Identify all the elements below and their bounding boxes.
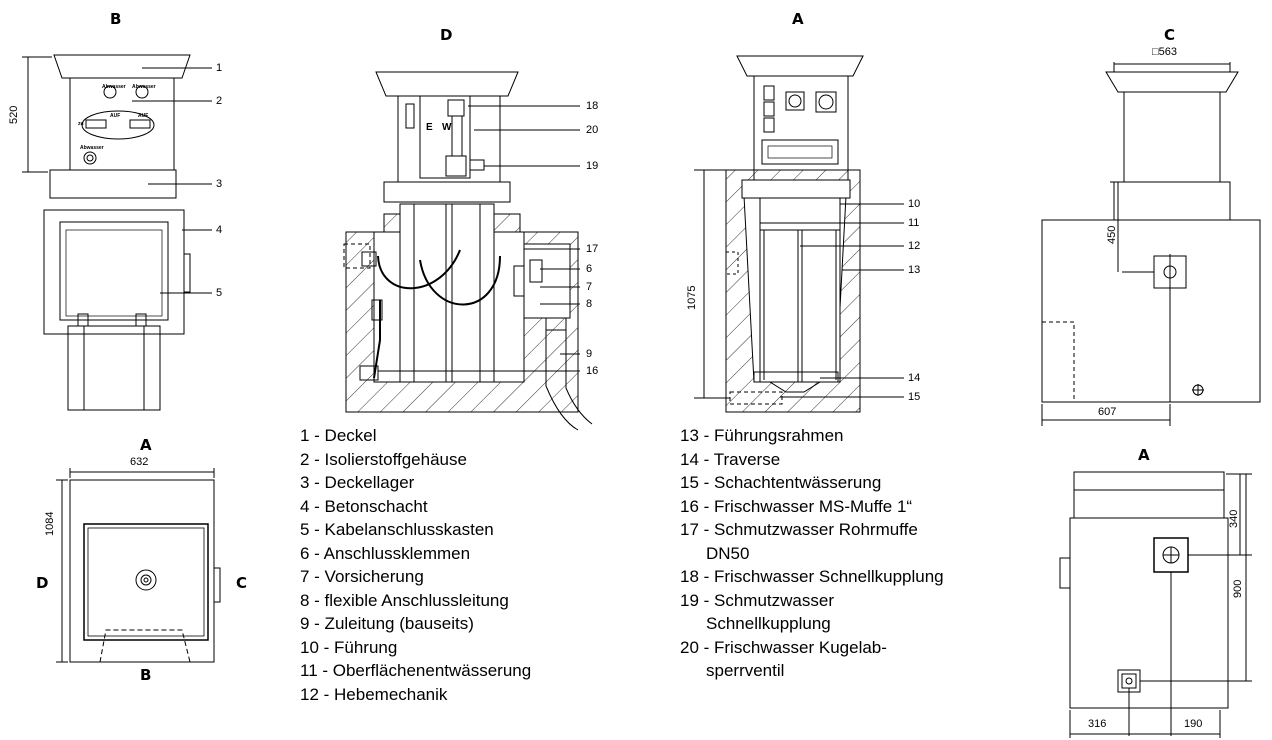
legend-left: 1 - Deckel 2 - Isolierstoffgehäuse 3 - D… bbox=[300, 424, 531, 706]
dimension-340: 340 bbox=[1228, 509, 1240, 528]
dimension-1084: 1084 bbox=[44, 511, 56, 536]
legend-item: 5 - Kabelanschlusskasten bbox=[300, 520, 494, 539]
legend-item: 10 - Führung bbox=[300, 637, 398, 657]
dimension-190: 190 bbox=[1184, 718, 1203, 730]
legend-item: 17 - Schmutzwasser Rohrmuffe bbox=[680, 520, 918, 539]
panel-label-auf-2: AUF bbox=[138, 113, 149, 119]
legend-item: 13 - Führungsrahmen bbox=[680, 426, 844, 445]
dimension-563: □563 bbox=[1152, 46, 1177, 58]
callout-18: 18 bbox=[586, 100, 599, 112]
callout-9: 9 bbox=[586, 348, 593, 360]
panel-label-abwasser-1: Abwasser bbox=[102, 84, 126, 90]
panel-label-zu: zu bbox=[78, 121, 84, 127]
callout-8: 8 bbox=[586, 298, 593, 310]
legend-item: 14 - Traverse bbox=[680, 449, 781, 469]
legend-item: 11 - Oberflächenentwässerung bbox=[300, 661, 532, 680]
view-label-b-top: B bbox=[110, 10, 122, 28]
view-label-d-plan: D bbox=[36, 574, 49, 592]
legend-item-continuation: sperrventil bbox=[706, 661, 785, 680]
dimension-520: 520 bbox=[8, 105, 20, 124]
callout-17: 17 bbox=[586, 243, 599, 255]
callout-15: 15 bbox=[908, 391, 921, 403]
legend-item: 18 - Frischwasser Schnellkupplung bbox=[680, 567, 944, 586]
view-label-a-plan: A bbox=[140, 436, 152, 454]
panel-label-abwasser-3: Abwasser bbox=[80, 145, 104, 151]
callout-3: 3 bbox=[216, 178, 223, 190]
dimension-316: 316 bbox=[1088, 718, 1107, 730]
callout-19: 19 bbox=[586, 160, 599, 172]
view-label-c-top: C bbox=[1164, 26, 1176, 44]
view-label-c-plan: C bbox=[236, 574, 248, 592]
callout-1: 1 bbox=[216, 62, 223, 74]
callout-11: 11 bbox=[908, 217, 920, 229]
legend-right: 13 - Führungsrahmen 14 - Traverse 15 - S… bbox=[680, 424, 944, 683]
dimension-900: 900 bbox=[1232, 579, 1244, 598]
legend-item: 2 - Isolierstoffgehäuse bbox=[300, 449, 467, 469]
panel-label-w: W bbox=[442, 122, 452, 133]
callout-10: 10 bbox=[908, 198, 921, 210]
panel-label-abwasser-2: Abwasser bbox=[132, 84, 156, 90]
legend-item: 4 - Betonschacht bbox=[300, 496, 428, 516]
callout-12: 12 bbox=[908, 240, 921, 252]
panel-label-auf-1: AUF bbox=[110, 113, 121, 119]
view-a-section bbox=[694, 55, 904, 413]
dimension-607: 607 bbox=[1098, 406, 1117, 418]
callout-13: 13 bbox=[908, 264, 921, 276]
legend-item: 20 - Frischwasser Kugelab- bbox=[680, 637, 887, 657]
legend-item: 8 - flexible Anschlussleitung bbox=[300, 590, 509, 610]
callout-20: 20 bbox=[586, 124, 599, 136]
view-label-b-plan: B bbox=[140, 666, 152, 684]
legend-item: 19 - Schmutzwasser bbox=[680, 590, 834, 610]
view-b-elevation bbox=[22, 54, 212, 411]
legend-item: 1 - Deckel bbox=[300, 426, 377, 445]
view-d-section bbox=[343, 71, 593, 431]
legend-item: 6 - Anschlussklemmen bbox=[300, 543, 471, 563]
panel-label-e: E bbox=[426, 122, 433, 133]
legend-item: 3 - Deckellager bbox=[300, 473, 415, 492]
callout-14: 14 bbox=[908, 372, 921, 384]
view-a-plan bbox=[56, 468, 221, 663]
view-label-a-top: A bbox=[792, 10, 804, 28]
callout-6: 6 bbox=[586, 263, 593, 275]
callout-5: 5 bbox=[216, 287, 223, 299]
callout-16: 16 bbox=[586, 365, 599, 377]
legend-item: 7 - Vorsicherung bbox=[300, 567, 424, 586]
callout-2: 2 bbox=[216, 95, 223, 107]
dimension-450: 450 bbox=[1106, 225, 1118, 244]
callout-4: 4 bbox=[216, 224, 223, 236]
callout-7: 7 bbox=[586, 281, 593, 293]
legend-item: 12 - Hebemechanik bbox=[300, 684, 448, 704]
view-label-d-top: D bbox=[440, 26, 453, 44]
view-a-plan-right bbox=[1059, 471, 1252, 738]
legend-item: 15 - Schachtentwässerung bbox=[680, 473, 882, 492]
view-c-side bbox=[1041, 62, 1261, 426]
view-label-a-plan-right: A bbox=[1138, 446, 1150, 464]
legend-item: 9 - Zuleitung (bauseits) bbox=[300, 614, 474, 633]
dimension-632: 632 bbox=[130, 456, 149, 468]
dimension-1075: 1075 bbox=[686, 285, 698, 310]
legend-item: 16 - Frischwasser MS-Muffe 1“ bbox=[680, 496, 913, 516]
legend-item-continuation: Schnellkupplung bbox=[706, 614, 831, 633]
legend-item-continuation: DN50 bbox=[706, 543, 750, 563]
